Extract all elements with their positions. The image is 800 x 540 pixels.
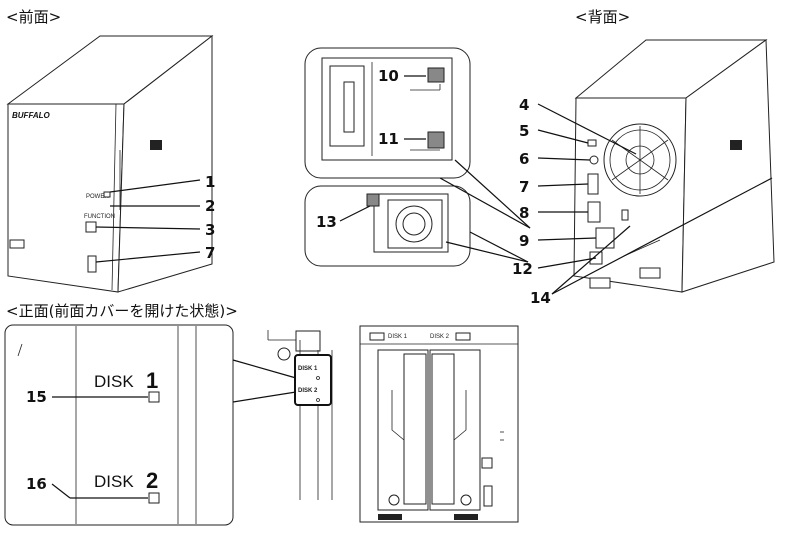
front-label-function: FUNCTION: [84, 214, 115, 220]
callout-6: 6: [519, 150, 529, 168]
usb-port-front: [87, 255, 97, 273]
strip-label-disk1: DISK 1: [298, 366, 318, 372]
led-label-disk2-word: DISK: [94, 472, 134, 491]
disk2-led: [148, 492, 160, 504]
open-front-device: DISK 1 DISK 2: [359, 325, 519, 523]
callout-4: 4: [519, 96, 529, 114]
callout-2: 2: [205, 197, 215, 215]
back-view-device: [573, 39, 775, 293]
callout-12: 12: [512, 260, 533, 278]
detail-panel-fan: [304, 185, 471, 267]
bay-label-disk2: DISK 2: [430, 334, 450, 340]
callout-15: 15: [26, 388, 47, 406]
section-title-front: <前面>: [6, 8, 61, 26]
bay-label-disk1: DISK 1: [388, 334, 408, 340]
function-button[interactable]: [85, 221, 97, 233]
callout-11: 11: [378, 130, 399, 148]
section-title-front-open: <正面(前面カバーを開けた状態)>: [6, 302, 238, 320]
section-title-back: <背面>: [575, 8, 630, 26]
led-label-disk1-word: DISK: [94, 372, 134, 391]
callout-1: 1: [205, 173, 215, 191]
brand-logo-front: BUFFALO: [12, 111, 51, 120]
callout-13: 13: [316, 213, 337, 231]
open-front-strip: DISK 1 DISK 2: [267, 330, 333, 500]
callout-9: 9: [519, 232, 529, 250]
led-closeup-panel: DISK 1 DISK 2: [4, 324, 234, 526]
callout-8: 8: [519, 204, 529, 222]
callout-3: 3: [205, 221, 215, 239]
side-logo-mark: [150, 140, 162, 150]
led-label-disk1-num: 1: [146, 368, 158, 393]
disk1-led: [148, 391, 160, 403]
callout-7-front: 7: [205, 244, 215, 262]
front-label-power: POWER: [86, 194, 109, 200]
callout-10: 10: [378, 67, 399, 85]
detail-panel-ports: [304, 47, 471, 179]
callout-7-back: 7: [519, 178, 529, 196]
callout-5: 5: [519, 122, 529, 140]
led-label-disk2-num: 2: [146, 468, 158, 493]
callout-16: 16: [26, 475, 47, 493]
strip-label-disk2: DISK 2: [298, 388, 318, 394]
callout-14: 14: [530, 289, 551, 307]
